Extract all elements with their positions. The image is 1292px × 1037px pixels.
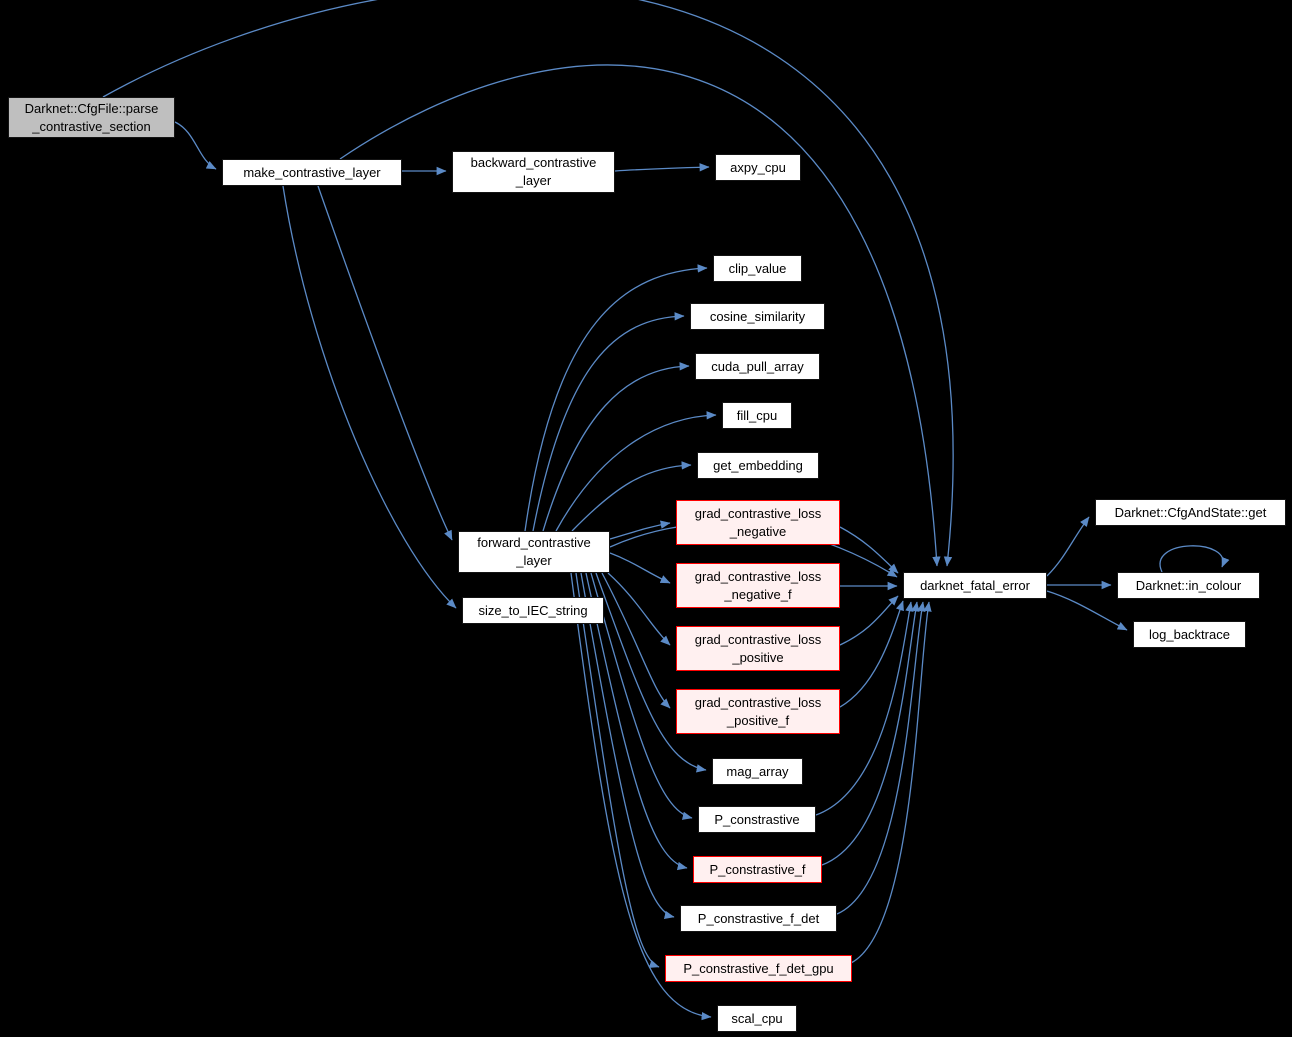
node-label: _contrastive_section (32, 118, 151, 134)
edge-forward-to-get-embedding (571, 461, 692, 532)
edge-p-constrastive-f-det-gpu-to-darknet-fatal-error (850, 601, 932, 964)
node-backward-contrastive-layer[interactable]: backward_contrastive _layer (452, 151, 615, 193)
node-forward-contrastive-layer[interactable]: forward_contrastive _layer (458, 531, 610, 573)
edge-grad-positive-to-darknet-fatal-error (839, 595, 899, 646)
node-darknet-fatal-error[interactable]: darknet_fatal_error (903, 572, 1047, 599)
node-clip-value[interactable]: clip_value (713, 255, 802, 282)
edge-make-to-forward (317, 185, 453, 541)
node-label: P_constrastive (714, 811, 800, 827)
node-axpy-cpu[interactable]: axpy_cpu (715, 154, 801, 181)
edge-p-constrastive-f-det-to-darknet-fatal-error (836, 601, 926, 915)
node-label: backward_contrastive (470, 155, 597, 171)
node-cosine-similarity[interactable]: cosine_similarity (690, 303, 825, 330)
node-label: cuda_pull_array (711, 358, 804, 374)
edge-darknet-fatal-error-to-log-backtrace (1046, 590, 1128, 631)
edge-in-colour-self-loop (1159, 545, 1230, 573)
edge-make-to-darknet-fatal-error (339, 64, 941, 567)
node-size-to-iec-string[interactable]: size_to_IEC_string (462, 597, 604, 624)
node-in-colour[interactable]: Darknet::in_colour (1117, 572, 1260, 599)
node-mag-array[interactable]: mag_array (712, 758, 803, 785)
edge-parse-to-darknet-fatal-error (102, 0, 954, 567)
node-cfgandstate-get[interactable]: Darknet::CfgAndState::get (1095, 499, 1286, 526)
node-log-backtrace[interactable]: log_backtrace (1133, 621, 1246, 648)
node-label: mag_array (726, 763, 789, 779)
node-p-constrastive-f[interactable]: P_constrastive_f (693, 856, 822, 883)
node-label: make_contrastive_layer (243, 164, 381, 180)
edge-forward-to-grad-contrastive-loss-positive (607, 572, 671, 646)
node-label: _layer (515, 173, 552, 188)
node-label: axpy_cpu (730, 159, 786, 175)
node-grad-contrastive-loss-positive[interactable]: grad_contrastive_loss _positive (676, 626, 840, 671)
node-label: size_to_IEC_string (478, 602, 588, 618)
node-grad-contrastive-loss-negative[interactable]: grad_contrastive_loss _negative (676, 500, 840, 545)
node-label: _negative_f (724, 586, 792, 602)
edge-forward-to-grad-contrastive-loss-negative (609, 520, 671, 540)
node-label: P_constrastive_f_det (697, 910, 820, 926)
edge-grad-positive-f-to-darknet-fatal-error (839, 600, 904, 708)
node-label: grad_contrastive_loss (694, 505, 822, 521)
node-label: grad_contrastive_loss (694, 694, 822, 710)
node-scal-cpu[interactable]: scal_cpu (717, 1005, 797, 1032)
node-fill-cpu[interactable]: fill_cpu (722, 402, 792, 429)
edge-forward-to-grad-contrastive-loss-positive-f (601, 572, 671, 709)
node-grad-contrastive-loss-negative-f[interactable]: grad_contrastive_loss _negative_f (676, 563, 840, 608)
node-parse-contrastive-section[interactable]: Darknet::CfgFile::parse _contrastive_sec… (8, 97, 175, 138)
edge-forward-to-cuda-pull-array (542, 362, 690, 532)
node-label: P_constrastive_f_det_gpu (683, 960, 834, 976)
node-label: fill_cpu (736, 407, 778, 423)
node-get-embedding[interactable]: get_embedding (697, 452, 819, 479)
node-label: P_constrastive_f (709, 861, 806, 877)
edge-make-to-size-to-iec-string (282, 185, 457, 609)
node-label: _negative (729, 523, 787, 539)
edge-forward-to-p-constrastive-f-det-gpu (575, 572, 660, 968)
node-label: darknet_fatal_error (920, 577, 1030, 593)
node-label: log_backtrace (1149, 626, 1230, 642)
edge-parse-to-make (174, 121, 217, 170)
node-label: grad_contrastive_loss (694, 631, 822, 647)
edge-darknet-fatal-error-to-cfgandstate-get (1046, 516, 1090, 577)
node-label: scal_cpu (731, 1010, 783, 1026)
node-label: _positive_f (726, 712, 790, 728)
edge-backward-to-axpy-cpu (614, 163, 710, 172)
node-label: clip_value (728, 260, 787, 276)
edge-grad-negative-to-darknet-fatal-error (839, 526, 899, 574)
node-label: Darknet::CfgAndState::get (1114, 504, 1267, 520)
node-p-constrastive-f-det-gpu[interactable]: P_constrastive_f_det_gpu (665, 955, 852, 982)
node-label: forward_contrastive (477, 535, 591, 551)
edge-forward-to-cosine-similarity (532, 312, 685, 532)
node-label: Darknet::CfgFile::parse (24, 100, 159, 116)
node-p-constrastive[interactable]: P_constrastive (698, 806, 816, 833)
node-make-contrastive-layer[interactable]: make_contrastive_layer (222, 159, 402, 186)
node-p-constrastive-f-det[interactable]: P_constrastive_f_det (680, 905, 837, 932)
node-label: get_embedding (713, 457, 803, 473)
node-label: grad_contrastive_loss (694, 568, 822, 584)
node-label: _positive (732, 649, 784, 665)
node-label: _layer (516, 553, 552, 568)
edge-forward-to-p-constrastive-f-det (580, 572, 675, 919)
node-label: cosine_similarity (709, 308, 806, 324)
edge-forward-to-clip-value (524, 264, 708, 532)
node-cuda-pull-array[interactable]: cuda_pull_array (695, 353, 820, 380)
edge-forward-to-grad-contrastive-loss-negative-f (609, 552, 671, 584)
node-grad-contrastive-loss-positive-f[interactable]: grad_contrastive_loss _positive_f (676, 689, 840, 734)
node-label: Darknet::in_colour (1135, 577, 1242, 593)
